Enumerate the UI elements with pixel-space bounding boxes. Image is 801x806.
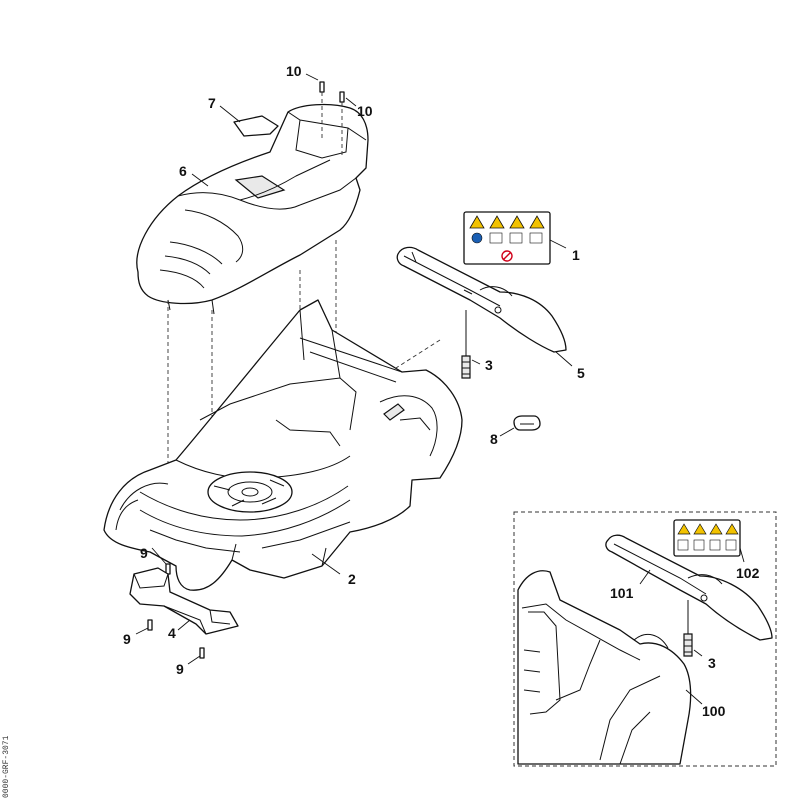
leader-5 — [555, 351, 573, 367]
leader-4 — [177, 619, 191, 631]
drawing-id: 0000-GRF-3071 — [2, 735, 11, 798]
leader-3b — [693, 649, 703, 657]
callout-101: 101 — [610, 585, 634, 601]
part-6-housing-cover — [136, 103, 369, 315]
callout-7: 7 — [208, 95, 216, 111]
person-pictogram-icon — [693, 539, 705, 551]
leader-7 — [219, 105, 241, 123]
manual-pictogram-icon — [677, 539, 689, 551]
part-7-cap — [233, 115, 279, 137]
part-3-spring — [461, 310, 471, 379]
leader-100 — [685, 689, 703, 705]
part-100-deck-variant — [517, 570, 692, 765]
warning-triangle-icon — [709, 523, 723, 535]
callout-9c: 9 — [176, 661, 184, 677]
variant-inset-frame — [513, 511, 777, 767]
part-2-deck — [103, 299, 463, 591]
leader-3a — [471, 359, 481, 365]
leader-10b — [345, 97, 357, 107]
callout-100: 100 — [702, 703, 726, 719]
leader-10a — [305, 73, 319, 81]
warning-triangle-icon — [529, 215, 545, 229]
part-9-screw-a — [165, 563, 171, 575]
leader-102 — [739, 547, 745, 563]
part-5-handle — [396, 246, 567, 353]
warning-triangle-icon — [469, 215, 485, 229]
callout-10a: 10 — [286, 63, 302, 79]
callout-6: 6 — [179, 163, 187, 179]
warning-triangle-icon — [489, 215, 505, 229]
part-9-screw-b — [147, 619, 153, 631]
callout-1: 1 — [572, 247, 580, 263]
callout-9b: 9 — [123, 631, 131, 647]
callout-8: 8 — [490, 431, 498, 447]
part-4-bracket — [129, 567, 239, 635]
callout-3-variant: 3 — [708, 655, 716, 671]
callout-102: 102 — [736, 565, 760, 581]
part-1-warning-label — [463, 211, 551, 265]
callout-9a: 9 — [140, 545, 148, 561]
leader-6 — [191, 173, 209, 187]
blade-pictogram-icon — [509, 232, 523, 244]
part-9-screw-c — [199, 647, 205, 659]
leader-9a — [151, 547, 167, 565]
warning-triangle-icon — [509, 215, 525, 229]
callout-5: 5 — [577, 365, 585, 381]
callout-2: 2 — [348, 571, 356, 587]
warning-triangle-icon — [693, 523, 707, 535]
hand-pictogram-icon — [725, 539, 737, 551]
alignment-line-handle — [395, 339, 441, 369]
blade-pictogram-icon — [709, 539, 721, 551]
warning-triangle-icon — [725, 523, 739, 535]
part-3-spring-variant — [683, 600, 693, 657]
leader-2 — [311, 553, 341, 575]
manual-info-icon — [471, 232, 483, 244]
callout-4: 4 — [168, 625, 176, 641]
leader-9b — [135, 627, 149, 635]
hand-pictogram-icon — [529, 232, 543, 244]
leader-9c — [187, 655, 201, 665]
person-pictogram-icon — [489, 232, 503, 244]
part-10-screw-right — [339, 91, 345, 103]
leader-1 — [549, 239, 567, 249]
part-10-screw-left — [319, 81, 325, 93]
warning-triangle-icon — [677, 523, 691, 535]
blade-disc — [207, 471, 293, 513]
callout-3: 3 — [485, 357, 493, 373]
callout-10b: 10 — [357, 103, 373, 119]
leader-8 — [499, 427, 515, 437]
part-102-warning-label — [673, 519, 741, 557]
part-101-handle-variant — [605, 534, 773, 641]
part-8-badge — [513, 415, 541, 431]
leader-101 — [639, 569, 651, 585]
